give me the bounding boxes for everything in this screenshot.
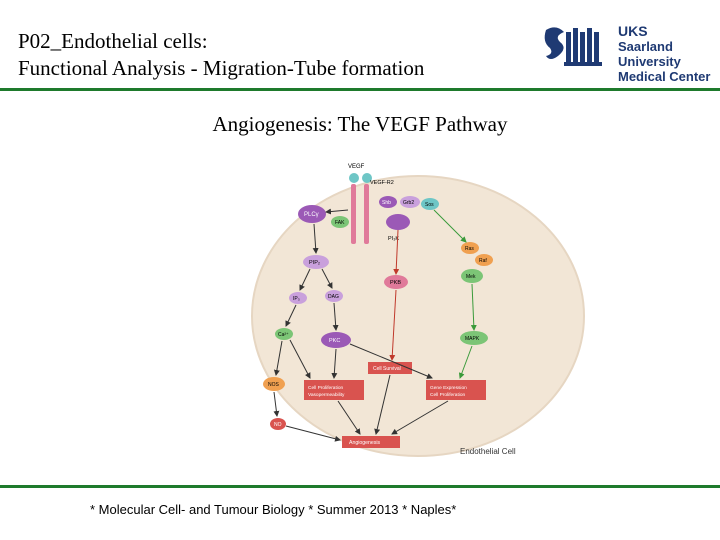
- arrow-mek-mapk: [470, 283, 477, 331]
- footer-text: * Molecular Cell- and Tumour Biology * S…: [90, 502, 457, 517]
- logo-text: UKS Saarland University Medical Center: [618, 23, 715, 85]
- slide-subtitle: Angiogenesis: The VEGF Pathway: [212, 112, 508, 136]
- logo-line-3: Medical Center: [618, 69, 711, 84]
- arrow-ca-proliferation: [289, 339, 311, 379]
- node-raf-label: Raf: [479, 258, 487, 264]
- box-proliferation: [304, 380, 364, 400]
- node-mapk-label: MAPK: [465, 336, 480, 342]
- arrow-pkb-survival: [389, 289, 397, 361]
- uks-logo: UKS Saarland University Medical Center: [540, 22, 715, 84]
- header-divider: [0, 88, 720, 91]
- node-raf: [475, 254, 493, 266]
- node-ip3-label: IP₃: [293, 296, 300, 302]
- node-dag-label: DAG: [328, 294, 339, 300]
- arrow-nos-no: [273, 391, 280, 417]
- node-pkc: [321, 332, 351, 348]
- mapk-arrows: [433, 209, 477, 379]
- box-angiogenesis-label: Angiogenesis: [349, 440, 381, 446]
- node-no: [270, 418, 286, 430]
- vegf-label: VEGF: [348, 164, 365, 170]
- arrow-ca-nos: [273, 340, 283, 376]
- footer-divider: [0, 485, 720, 488]
- vegf-pathway-diagram: VEGF VEGF-R2 Shb Grb2 Sos FAK PLCγ PI₃K …: [248, 158, 588, 460]
- arrow-gene-angiogenesis: [391, 400, 449, 435]
- node-pip2-label: PIP₂: [309, 260, 320, 266]
- node-nos-label: NOS: [268, 382, 280, 388]
- node-pkb: [384, 275, 408, 289]
- box-gene-expression: [426, 380, 486, 400]
- vegfr2-label: VEGF-R2: [370, 180, 394, 186]
- arrow-pip2-dag: [321, 268, 333, 289]
- arrow-pip2-ip3: [299, 268, 311, 291]
- arrow-dag-pkc: [332, 302, 339, 331]
- title-line-1: P02_Endothelial cells:: [18, 29, 208, 53]
- uks-emblem-icon: [544, 27, 602, 66]
- node-no-label: NO: [274, 422, 282, 428]
- box-gene-expression-line1: Gene Expression: [430, 385, 467, 391]
- node-grb2-label: Grb2: [403, 200, 414, 206]
- logo-line-2: Saarland University: [618, 39, 681, 69]
- pathway-arrows: [273, 208, 449, 442]
- node-grb2: [400, 196, 420, 208]
- box-gene-expression-line2: Cell Proliferation: [430, 392, 466, 398]
- vegfr2-receptor-left: [351, 184, 356, 244]
- arrow-ip3-ca: [285, 304, 297, 327]
- vegf-ligand-2: [362, 173, 372, 183]
- node-pi3k-label: PI₃K: [388, 236, 399, 242]
- box-cell-survival-label: Cell Survival: [373, 366, 401, 372]
- survival-arrows: [389, 229, 400, 361]
- arrow-pi3k-pkb: [393, 229, 400, 275]
- node-pip2: [303, 255, 329, 269]
- arrow-pkc-proliferation: [331, 348, 338, 379]
- node-plcg: [298, 205, 326, 223]
- arrow-no-angiogenesis: [285, 425, 341, 442]
- vegfr2-receptor-right: [364, 184, 369, 244]
- arrow-proliferation-angiogenesis: [337, 400, 361, 435]
- node-ras-label: Ras: [465, 246, 474, 252]
- arrow-survival-angiogenesis: [374, 374, 391, 435]
- node-pkb-label: PKB: [390, 280, 401, 286]
- title-line-2: Functional Analysis - Migration-Tube for…: [18, 56, 425, 80]
- node-pi3k: [386, 214, 410, 230]
- slide-title: P02_Endothelial cells: Functional Analys…: [18, 28, 518, 82]
- node-nos: [263, 377, 285, 391]
- endothelial-cell-label: Endothelial Cell: [460, 447, 516, 456]
- node-fak-label: FAK: [335, 220, 345, 226]
- box-proliferation-line2: Vasopermeability: [308, 392, 345, 398]
- node-mek: [461, 269, 483, 283]
- arrow-sos-ras: [433, 209, 467, 243]
- node-ip3: [289, 292, 307, 304]
- node-ca-label: Ca²⁺: [278, 332, 289, 338]
- arrow-plcg-pip2: [312, 223, 319, 254]
- vegf-ligand: [349, 173, 359, 183]
- arrow-pkc-gene: [349, 343, 433, 379]
- box-proliferation-line1: Cell Proliferation: [308, 385, 344, 391]
- node-mapk: [460, 331, 488, 345]
- node-mek-label: Mek: [466, 274, 476, 280]
- node-ca: [275, 328, 293, 340]
- node-dag: [325, 290, 343, 302]
- node-shb-label: Shb: [382, 200, 391, 206]
- node-fak: [331, 216, 349, 228]
- arrow-receptor-plcg: [325, 208, 349, 215]
- node-sos-label: Sos: [425, 202, 434, 208]
- node-plcg-label: PLCγ: [304, 212, 319, 218]
- arrow-mapk-gene: [458, 345, 473, 379]
- node-pkc-label: PKC: [329, 338, 340, 344]
- node-ras: [461, 242, 479, 254]
- box-angiogenesis: [342, 436, 400, 448]
- node-shb: [379, 196, 397, 208]
- node-sos: [421, 198, 439, 210]
- logo-line-1: UKS: [618, 23, 648, 39]
